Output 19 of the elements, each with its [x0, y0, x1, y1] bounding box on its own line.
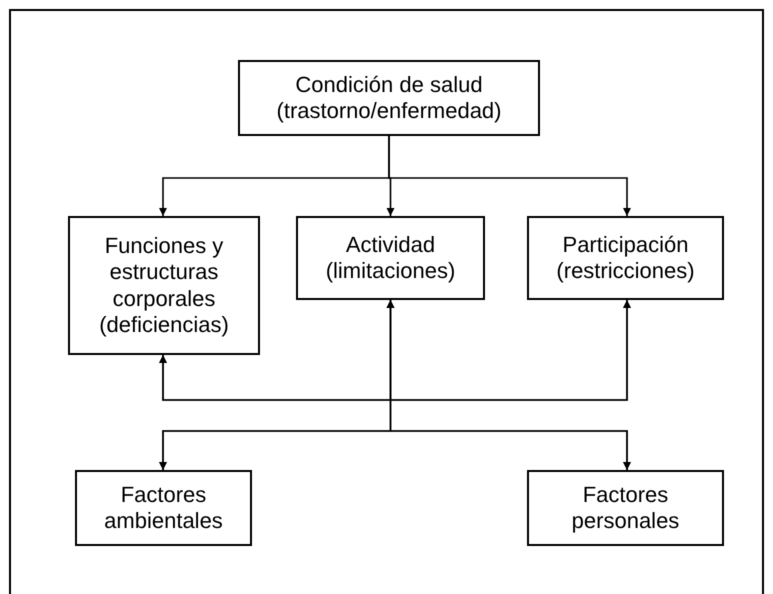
process-box: [527, 216, 724, 300]
box-text: Condición de salud: [295, 72, 483, 98]
connector-arrow: [159, 430, 631, 470]
connector-arrow: [159, 300, 631, 401]
box-text: (deficiencias): [99, 312, 229, 338]
process-box: [238, 60, 540, 136]
box-text: Participación: [562, 232, 688, 258]
process-box: [296, 216, 485, 300]
box-text: (trastorno/enfermedad): [276, 98, 502, 124]
box-text: (restricciones): [556, 258, 695, 284]
process-box: [68, 216, 260, 355]
box-text: Factores personales: [570, 482, 680, 534]
connector-arrow: [388, 136, 631, 216]
box-text: Actividad: [346, 232, 436, 258]
process-box: [75, 470, 252, 546]
box-text: (limitaciones): [326, 258, 456, 284]
process-box: [527, 470, 724, 546]
box-text: Funciones y estructuras corporales: [104, 232, 224, 312]
box-text: Factores ambientales: [103, 482, 224, 534]
